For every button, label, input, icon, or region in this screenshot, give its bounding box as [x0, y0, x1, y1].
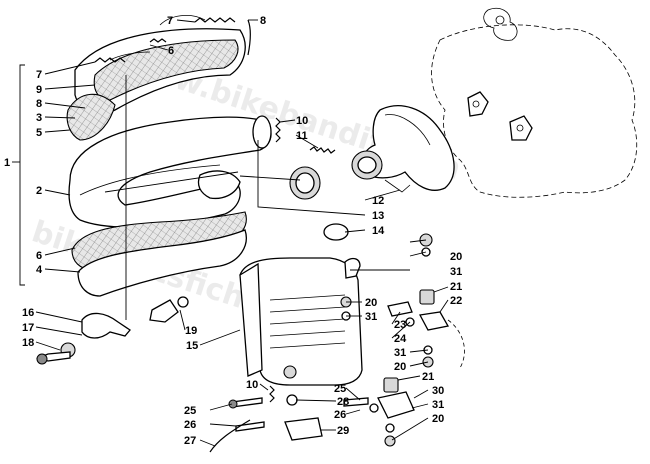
callout-numbers: 7 8 6 7 9 8 3 5 1 2 6 4 10 11 12 13 14 2…	[4, 15, 462, 447]
callout-20: 20	[394, 361, 406, 373]
callout-30: 30	[432, 385, 444, 397]
callout-28: 28	[337, 396, 349, 408]
lower-bracket-assembly	[36, 296, 189, 365]
callout-17: 17	[22, 322, 34, 334]
callout-7: 7	[36, 69, 42, 81]
callout-13: 13	[372, 210, 384, 222]
callout-6: 6	[36, 250, 42, 262]
callout-14: 14	[372, 225, 385, 237]
callout-16: 16	[22, 307, 34, 319]
callout-20: 20	[450, 251, 462, 263]
callout-19: 19	[185, 325, 197, 337]
callout-26: 26	[184, 419, 196, 431]
callout-29: 29	[337, 425, 349, 437]
flange-ring	[289, 166, 321, 200]
callout-25: 25	[334, 383, 346, 395]
callout-31: 31	[365, 311, 377, 323]
callout-25: 25	[184, 405, 196, 417]
callout-15: 15	[186, 340, 198, 352]
callout-8: 8	[260, 15, 266, 27]
callout-21: 21	[422, 371, 434, 383]
callout-22: 22	[450, 295, 462, 307]
callout-27: 27	[184, 435, 196, 447]
exhaust-pipe-upper	[66, 15, 246, 141]
callout-7: 7	[167, 15, 173, 27]
mounting-hardware-right	[340, 233, 465, 447]
muffler-ribs	[269, 294, 346, 349]
callout-12: 12	[372, 195, 384, 207]
leader-lines	[12, 19, 449, 447]
callout-3: 3	[36, 112, 42, 124]
exhaust-manifold	[351, 105, 455, 193]
callout-9: 9	[36, 84, 42, 96]
callout-6: 6	[168, 45, 174, 57]
callout-20: 20	[432, 413, 444, 425]
callout-31: 31	[394, 347, 406, 359]
callout-31: 31	[450, 266, 462, 278]
callout-24: 24	[394, 333, 407, 345]
callout-20: 20	[365, 297, 377, 309]
expansion-chamber	[68, 115, 272, 228]
callout-8: 8	[36, 98, 42, 110]
muffler	[239, 223, 363, 386]
callout-11: 11	[296, 130, 308, 142]
callout-5: 5	[36, 127, 42, 139]
callout-1: 1	[4, 157, 10, 169]
heat-shield-lower	[71, 211, 247, 297]
callout-31: 31	[432, 399, 444, 411]
callout-23: 23	[394, 319, 406, 331]
callout-2: 2	[36, 185, 42, 197]
callout-4: 4	[36, 264, 43, 276]
callout-18: 18	[22, 337, 34, 349]
springs-top	[94, 17, 251, 63]
mounting-hardware-lower	[209, 385, 379, 453]
callout-26: 26	[334, 409, 346, 421]
callout-10: 10	[296, 115, 308, 127]
callout-10: 10	[246, 379, 258, 391]
engine-outline	[431, 7, 638, 198]
callout-21: 21	[450, 281, 462, 293]
